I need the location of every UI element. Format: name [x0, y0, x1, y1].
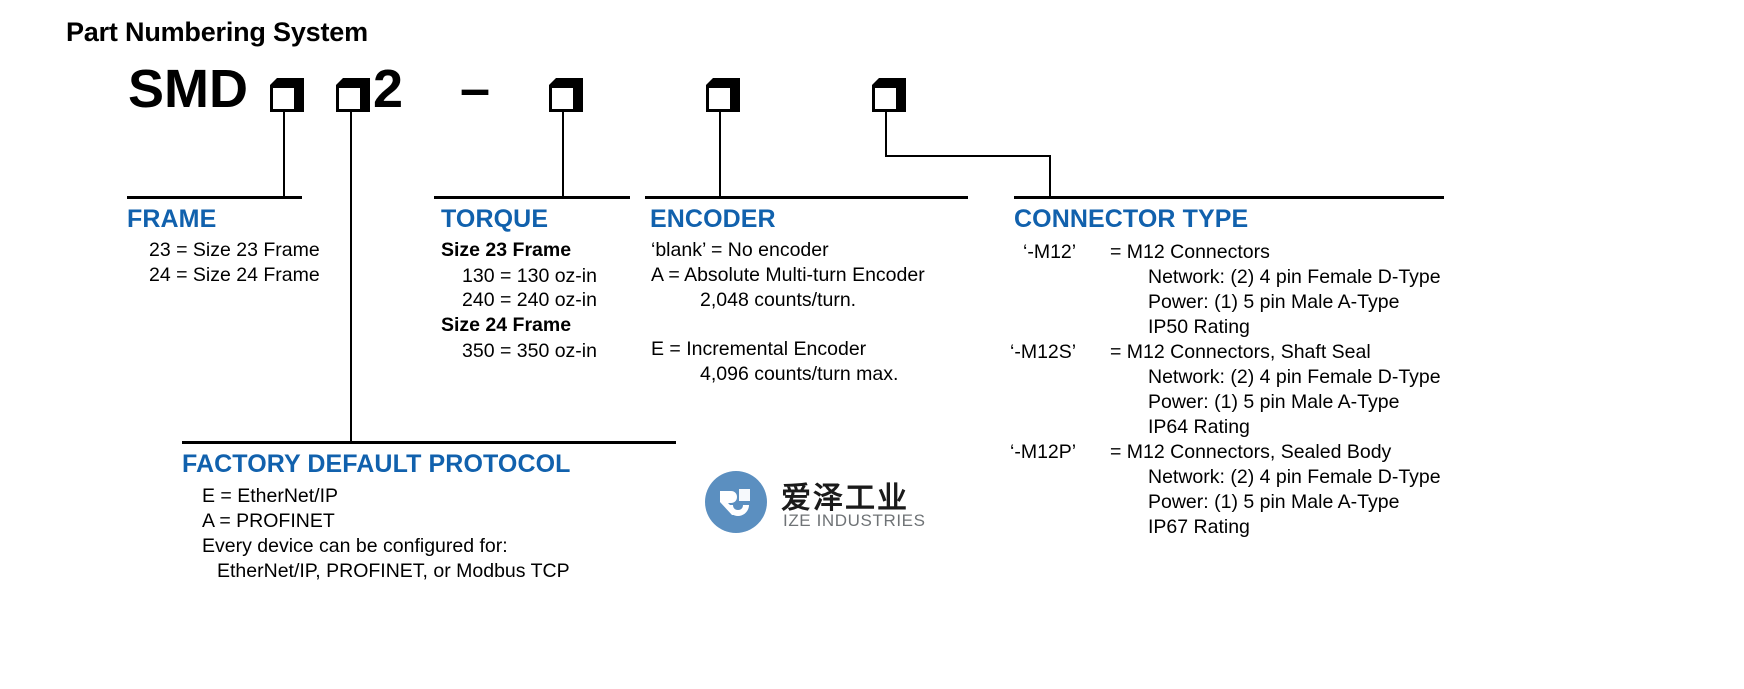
box-front-face [270, 85, 297, 112]
encoder-code-box [706, 78, 740, 112]
torque-heading: TORQUE [441, 205, 549, 233]
leader-line-encoder [719, 112, 721, 197]
box-side-face [363, 85, 370, 112]
box-top-bevel [872, 78, 879, 85]
leader-line-connector-v2 [1049, 155, 1051, 197]
part-number-prefix: SMD [128, 59, 248, 119]
encoder-line-4: 4,096 counts/turn max. [700, 363, 899, 385]
protocol-line-1: A = PROFINET [202, 510, 335, 532]
connector-heading: CONNECTOR TYPE [1014, 205, 1249, 233]
box-top-face [879, 78, 906, 85]
box-bottom-bevel [297, 105, 304, 112]
torque-group1-line-1: 240 = 240 oz-in [462, 289, 597, 311]
torque-group1-line-0: 130 = 130 oz-in [462, 265, 597, 287]
company-logo: 爱泽工业 IZE INDUSTRIES [705, 467, 995, 539]
box-side-face [899, 85, 906, 112]
box-side-face [733, 85, 740, 112]
leader-line-connector-v1 [885, 112, 887, 156]
logo-english-text: IZE INDUSTRIES [783, 511, 926, 530]
leader-line-frame [283, 112, 285, 197]
connector-option-2-detail-2: IP67 Rating [1148, 516, 1250, 538]
connector-option-0-detail-0: Network: (2) 4 pin Female D-Type [1148, 266, 1441, 288]
connector-option-0-code: ‘-M12’ [1023, 241, 1077, 263]
logo-chinese-text: 爱泽工业 [781, 482, 909, 515]
box-top-bevel [270, 78, 277, 85]
frame-rule [127, 196, 302, 199]
box-top-face [713, 78, 740, 85]
encoder-rule [645, 196, 968, 199]
protocol-line-2: Every device can be configured for: [202, 535, 508, 557]
frame-line-1: 24 = Size 24 Frame [149, 264, 320, 286]
box-front-face [706, 85, 733, 112]
box-top-face [277, 78, 304, 85]
torque-rule [434, 196, 630, 199]
torque-group2-title: Size 24 Frame [441, 314, 572, 336]
connector-code-box [872, 78, 906, 112]
box-bottom-bevel [576, 105, 583, 112]
frame-code-box [270, 78, 304, 112]
connector-option-2-detail-1: Power: (1) 5 pin Male A-Type [1148, 491, 1400, 513]
connector-option-0-detail-2: IP50 Rating [1148, 316, 1250, 338]
box-side-face [297, 85, 304, 112]
connector-option-2-code: ‘-M12P’ [1010, 441, 1077, 463]
part-number-digit: 2 [373, 59, 404, 119]
torque-group1-title: Size 23 Frame [441, 239, 572, 261]
torque-code-box [549, 78, 583, 112]
connector-rule [1014, 196, 1444, 199]
connector-option-2-eq: = M12 Connectors, Sealed Body [1110, 441, 1392, 463]
connector-option-1-detail-2: IP64 Rating [1148, 416, 1250, 438]
box-front-face [549, 85, 576, 112]
connector-option-1-detail-0: Network: (2) 4 pin Female D-Type [1148, 366, 1441, 388]
leader-line-protocol [350, 112, 352, 442]
frame-heading: FRAME [127, 205, 217, 233]
box-bottom-bevel [363, 105, 370, 112]
protocol-rule [182, 441, 676, 444]
encoder-line-3: E = Incremental Encoder [651, 338, 867, 360]
protocol-line-3: EtherNet/IP, PROFINET, or Modbus TCP [217, 560, 570, 582]
box-front-face [336, 85, 363, 112]
protocol-heading: FACTORY DEFAULT PROTOCOL [182, 450, 571, 478]
page-title: Part Numbering System [66, 17, 368, 47]
encoder-line-0: ‘blank’ = No encoder [651, 239, 829, 261]
box-top-face [556, 78, 583, 85]
encoder-line-1: A = Absolute Multi-turn Encoder [651, 264, 925, 286]
encoder-heading: ENCODER [650, 205, 776, 233]
part-number-separator: – [460, 59, 491, 119]
box-top-bevel [336, 78, 343, 85]
box-side-face [576, 85, 583, 112]
encoder-line-2: 2,048 counts/turn. [700, 289, 857, 311]
connector-option-2-detail-0: Network: (2) 4 pin Female D-Type [1148, 466, 1441, 488]
connector-option-1-code: ‘-M12S’ [1010, 341, 1077, 363]
box-top-bevel [549, 78, 556, 85]
box-bottom-bevel [733, 105, 740, 112]
box-bottom-bevel [899, 105, 906, 112]
box-top-face [343, 78, 370, 85]
connector-option-0-detail-1: Power: (1) 5 pin Male A-Type [1148, 291, 1400, 313]
protocol-line-0: E = EtherNet/IP [202, 485, 339, 507]
connector-option-1-detail-1: Power: (1) 5 pin Male A-Type [1148, 391, 1400, 413]
frame-line-0: 23 = Size 23 Frame [149, 239, 320, 261]
ize-logo-icon [705, 471, 767, 533]
leader-line-connector-h [885, 155, 1051, 157]
connector-option-1-eq: = M12 Connectors, Shaft Seal [1110, 341, 1371, 363]
connector-option-0-eq: = M12 Connectors [1110, 241, 1270, 263]
box-top-bevel [706, 78, 713, 85]
box-front-face [872, 85, 899, 112]
protocol-code-box [336, 78, 370, 112]
torque-group2-line-0: 350 = 350 oz-in [462, 340, 597, 362]
leader-line-torque [562, 112, 564, 197]
